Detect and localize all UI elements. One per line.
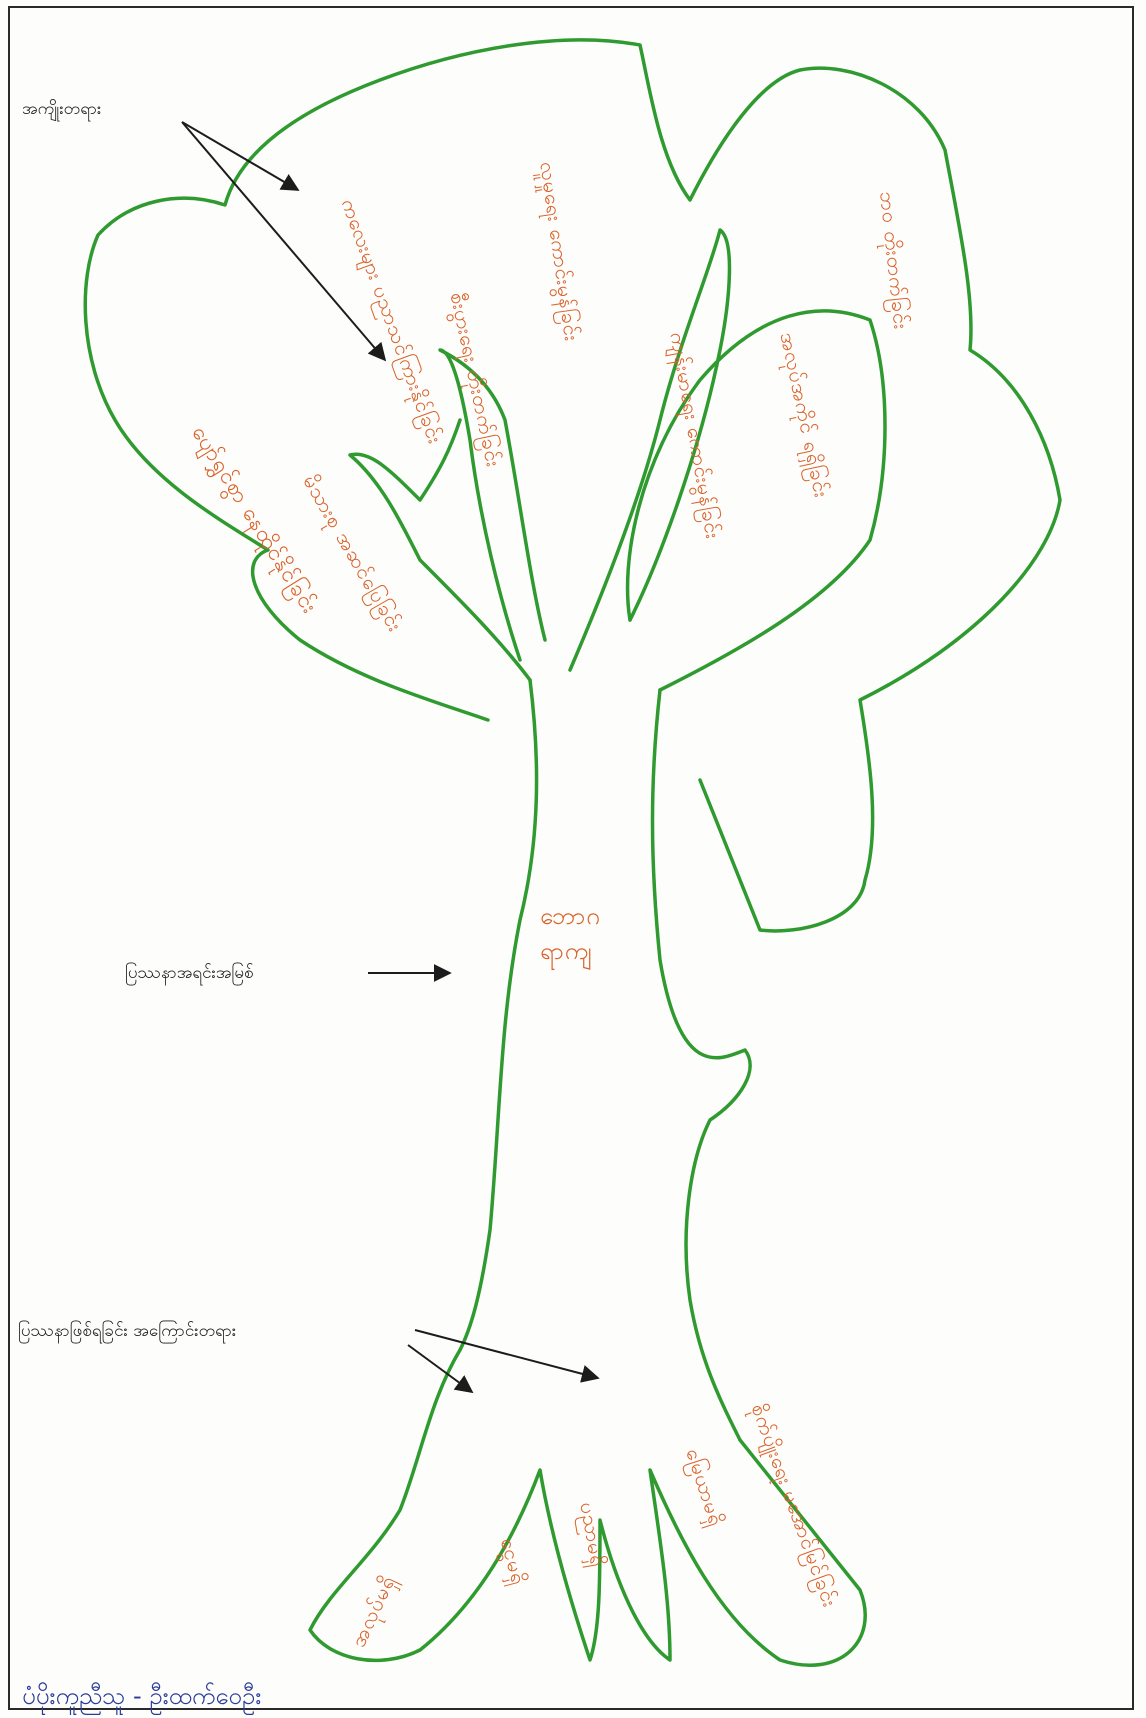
trunk-outline-right xyxy=(653,690,751,1440)
trunk-text-line-1: ဘောဂ xyxy=(540,900,601,936)
effects-label: အကျိုးတရား xyxy=(22,98,101,123)
contributor-signature: ပံပိုးကူညီသူ - ဦးထက်ဝေဦး xyxy=(22,1680,261,1716)
core-problem-label: ပြဿနာအရင်းအမြစ် xyxy=(125,962,254,987)
trunk-outline xyxy=(460,680,537,1350)
trunk-text-line-2: ရာကျ xyxy=(540,935,593,971)
arrow-causes-1 xyxy=(408,1345,472,1392)
causes-label: ပြဿနာဖြစ်ရခြင်း အကြောင်းတရား xyxy=(18,1320,236,1345)
